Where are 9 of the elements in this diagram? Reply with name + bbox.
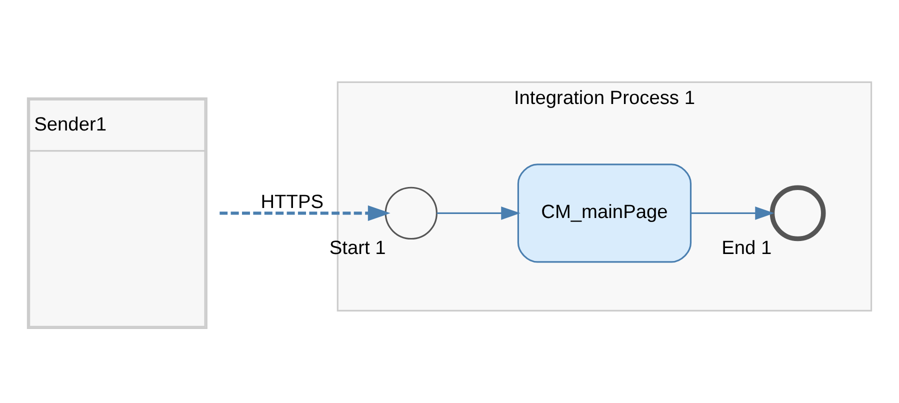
arrow	[220, 204, 390, 221]
node-label: Start 1	[329, 238, 386, 259]
node-box: CM_mainPage	[517, 163, 692, 262]
arrow	[691, 206, 774, 220]
edge-label: HTTPS	[260, 191, 324, 212]
arrow	[436, 206, 520, 220]
node-label: End 1	[722, 238, 772, 259]
node-circle	[384, 186, 438, 240]
node-circle	[770, 184, 826, 241]
